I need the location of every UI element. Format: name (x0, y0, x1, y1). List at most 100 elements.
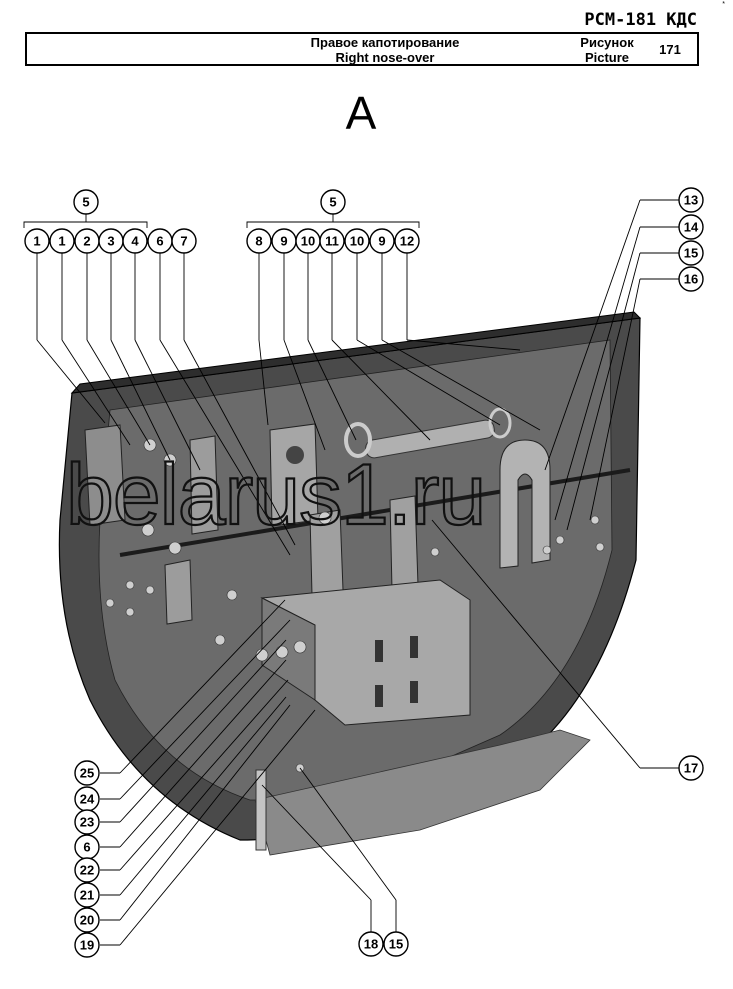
bolt (595, 542, 605, 552)
callout-label: 7 (180, 234, 187, 249)
upper-plate-hole (286, 446, 304, 464)
callout-circle (246, 228, 272, 254)
bolt (105, 598, 115, 608)
callout-group-top-middle-1: 5 (320, 189, 346, 215)
callout-left-5: 21 (74, 882, 100, 908)
bolt (145, 585, 155, 595)
callout-circle (383, 931, 409, 957)
picture-label: Рисунок Picture (567, 35, 647, 65)
callout-circle (678, 214, 704, 240)
bolt (214, 634, 226, 646)
callout-top_left-6: 7 (171, 228, 197, 254)
callout-circle (344, 228, 370, 254)
callout-label: 16 (684, 272, 698, 287)
callout-label: 14 (684, 220, 699, 235)
bolt (255, 648, 269, 662)
callout-circle (319, 228, 345, 254)
callout-top_left-2: 2 (74, 228, 100, 254)
bolt (318, 511, 332, 525)
callout-label: 20 (80, 913, 94, 928)
callout-label: 24 (80, 792, 95, 807)
picture-label-en: Picture (584, 49, 630, 65)
callout-label: 6 (83, 840, 90, 855)
callout-right-0: 13 (678, 187, 704, 213)
callout-label: 1 (58, 234, 65, 249)
callout-left-3: 6 (74, 834, 100, 860)
watermark: belarus1.ru (65, 446, 487, 544)
panel-top-rim (70, 311, 642, 394)
callout-circle (74, 882, 100, 908)
pin (255, 769, 267, 851)
picture-label-ru: Рисунок (580, 35, 634, 50)
callout-left-4: 22 (74, 857, 100, 883)
callout-right-1: 14 (678, 214, 704, 240)
callout-label: 10 (350, 234, 364, 249)
callout-label: 8 (255, 234, 262, 249)
callout-label: 9 (378, 234, 385, 249)
callout-label: 18 (364, 937, 378, 952)
mounting-bracket-side (261, 597, 316, 701)
callout-circle (74, 932, 100, 958)
callout-top_middle-4: 10 (344, 228, 370, 254)
callout-right-4: 17 (678, 755, 704, 781)
right-u-bolt (499, 439, 551, 569)
callout-label: 3 (107, 234, 114, 249)
callout-circle (678, 266, 704, 292)
callout-right-2: 15 (678, 240, 704, 266)
callout-left-0: 25 (74, 760, 100, 786)
hinge-ring-left (344, 422, 372, 458)
left-bracket (84, 424, 126, 526)
callout-left-6: 20 (74, 907, 100, 933)
callout-label: 6 (156, 234, 163, 249)
bolt (275, 645, 289, 659)
callout-label: 4 (131, 234, 139, 249)
callout-label: 11 (325, 234, 339, 249)
bolt (293, 640, 307, 654)
callout-bottom-1: 15 (383, 931, 409, 957)
bolt (555, 535, 565, 545)
callout-circle (74, 809, 100, 835)
title-block: Правое капотирование Right nose-over Рис… (25, 32, 699, 66)
watermark-text: belarus1.ru (66, 447, 485, 543)
slot-3 (375, 685, 383, 707)
fasteners (105, 438, 605, 773)
figure-title: Правое капотирование Right nose-over (265, 35, 505, 65)
callout-circle (74, 857, 100, 883)
callout-label: 25 (80, 766, 94, 781)
callout-label: 10 (301, 234, 315, 249)
callout-label: 9 (280, 234, 287, 249)
left-u-bracket (189, 435, 219, 535)
panel-lower-skirt (254, 729, 591, 856)
callout-circle (678, 240, 704, 266)
callout-label: 22 (80, 863, 94, 878)
callout-circle (73, 189, 99, 215)
callout-label: 13 (684, 193, 698, 208)
bolt (141, 523, 155, 537)
callout-top_middle-3: 11 (319, 228, 345, 254)
leader-lines (23, 199, 679, 946)
callout-circle (171, 228, 197, 254)
callout-circle (49, 228, 75, 254)
bolt (226, 589, 238, 601)
callout-circle (678, 755, 704, 781)
callout-label: 5 (82, 195, 89, 210)
callout-top_middle-1: 9 (271, 228, 297, 254)
callout-bottom-0: 18 (358, 931, 384, 957)
callout-circle (678, 187, 704, 213)
callout-circle (74, 907, 100, 933)
callout-top_middle-5: 9 (369, 228, 395, 254)
callout-left-2: 23 (74, 809, 100, 835)
callout-top_left-4: 4 (122, 228, 148, 254)
callout-top_left-1: 1 (49, 228, 75, 254)
callout-top_middle-2: 10 (295, 228, 321, 254)
callout-label: 23 (80, 815, 94, 830)
cover-panel-drawing (58, 311, 642, 856)
callout-label: 15 (389, 937, 403, 952)
figure-title-en: Right nose-over (335, 49, 435, 65)
callout-right-3: 16 (678, 266, 704, 292)
callout-top_left-5: 6 (147, 228, 173, 254)
model-code: РСМ-181 КДС (584, 10, 697, 30)
slot-4 (410, 681, 418, 703)
corner-mark: * (722, 1, 725, 8)
